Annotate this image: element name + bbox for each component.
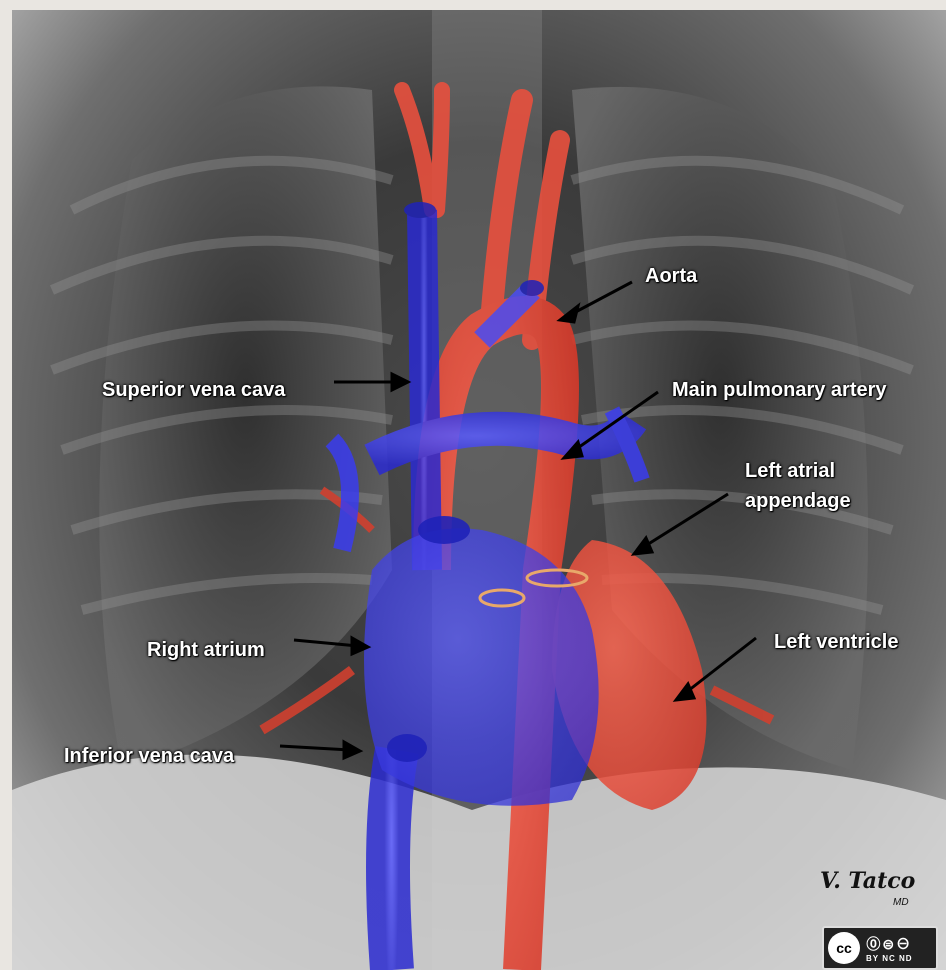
label-left-atrial-appendage: Left atrial appendage	[745, 456, 935, 516]
ivc	[388, 750, 397, 970]
chest-xray-figure: Aorta Superior vena cava Main pulmonary …	[12, 10, 946, 970]
author-signature: V. Tatco	[820, 868, 915, 894]
license-glyphs-icon: ⓪⊜⊖	[866, 934, 912, 954]
cc-icon: cc	[828, 932, 860, 964]
label-main-pulmonary-artery: Main pulmonary artery	[672, 376, 887, 404]
license-terms: BY NC ND	[866, 954, 913, 963]
label-superior-vena-cava: Superior vena cava	[102, 376, 285, 404]
label-left-ventricle: Left ventricle	[774, 628, 898, 656]
label-right-atrium: Right atrium	[147, 636, 265, 664]
license-badge: cc ⓪⊜⊖ BY NC ND	[822, 926, 938, 970]
author-suffix: MD	[893, 897, 909, 908]
label-aorta: Aorta	[645, 262, 697, 290]
label-inferior-vena-cava: Inferior vena cava	[64, 742, 234, 770]
svc	[422, 210, 427, 570]
